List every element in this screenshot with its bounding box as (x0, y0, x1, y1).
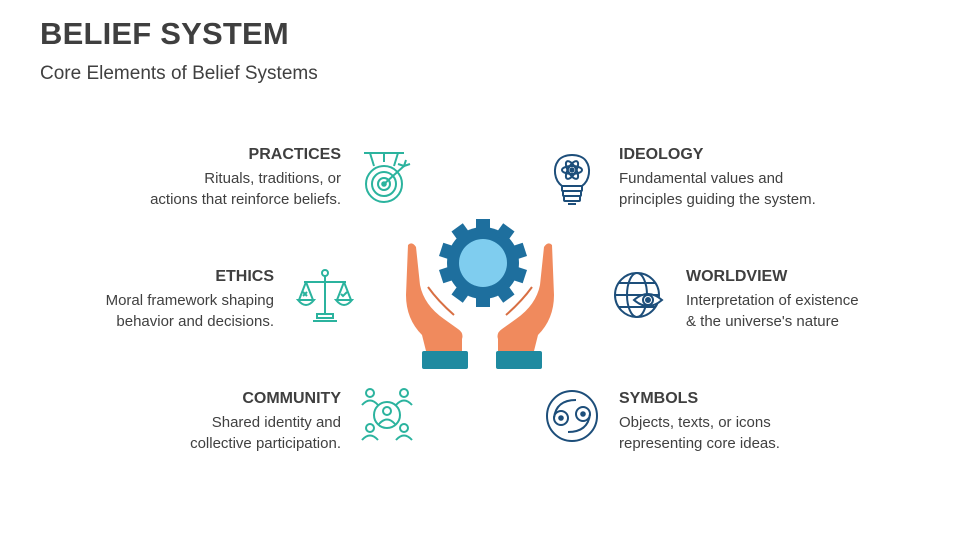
worldview-desc-line-1: Interpretation of existence (686, 292, 859, 309)
community-desc-line-1: Shared identity and (211, 414, 341, 431)
scales-icon (295, 268, 355, 329)
worldview-heading: WORLDVIEW (686, 268, 788, 285)
ideology-desc-line-2: principles guiding the system. (619, 191, 816, 208)
ethics-heading: ETHICS (215, 268, 274, 285)
community-heading: COMMUNITY (242, 390, 341, 407)
globe-eye-icon (612, 270, 666, 329)
ethics-desc-line-1: Moral framework shaping (105, 292, 274, 309)
community-block: COMMUNITY Shared identity and collective… (190, 390, 341, 454)
slide-subtitle: Core Elements of Belief Systems (40, 63, 318, 84)
ethics-desc-line-2: behavior and decisions. (116, 313, 274, 330)
practices-desc-line-1: Rituals, traditions, or (204, 170, 341, 187)
target-icon (360, 150, 414, 211)
slide-title: BELIEF SYSTEM (40, 16, 289, 51)
symbols-block: SYMBOLS Objects, texts, or icons represe… (619, 390, 780, 454)
symbols-heading: SYMBOLS (619, 390, 699, 407)
practices-desc-line-2: actions that reinforce beliefs. (150, 191, 341, 208)
symbols-desc-line-1: Objects, texts, or icons (619, 414, 771, 431)
idea-bulb-icon (550, 150, 594, 213)
community-desc-line-2: collective participation. (190, 435, 341, 452)
worldview-desc-line-2: & the universe's nature (686, 313, 839, 330)
symbols-desc-line-2: representing core ideas. (619, 435, 780, 452)
right-hand (496, 243, 554, 369)
practices-heading: PRACTICES (248, 146, 341, 163)
practices-block: PRACTICES Rituals, traditions, or action… (150, 146, 341, 210)
hands-holding-gear-illustration (400, 215, 560, 380)
ideology-block: IDEOLOGY Fundamental values and principl… (619, 146, 816, 210)
symbols-icon (544, 388, 600, 449)
ideology-heading: IDEOLOGY (619, 146, 704, 163)
left-hand (406, 243, 468, 369)
ideology-desc-line-1: Fundamental values and (619, 170, 784, 187)
gear-icon (438, 219, 528, 307)
ethics-block: ETHICS Moral framework shaping behavior … (106, 268, 274, 332)
worldview-block: WORLDVIEW Interpretation of existence & … (686, 268, 859, 332)
community-icon (360, 386, 414, 447)
